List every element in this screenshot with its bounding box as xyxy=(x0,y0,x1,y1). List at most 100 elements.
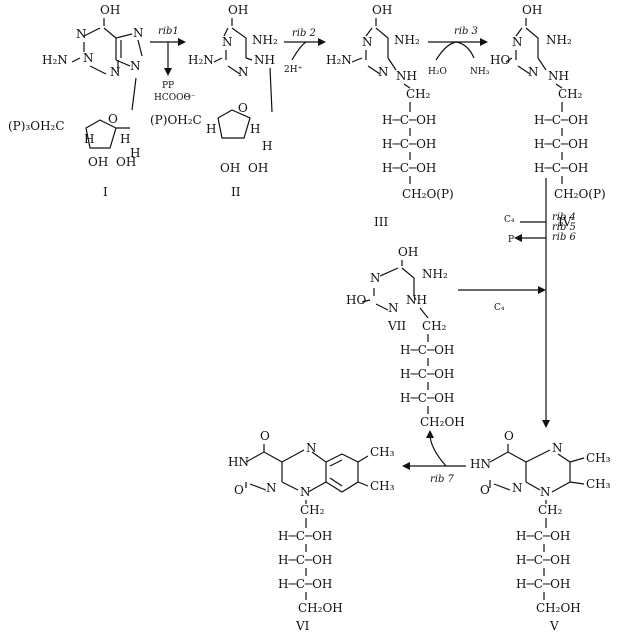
III-row3: H─C─OH xyxy=(382,161,436,175)
p-label: P xyxy=(508,235,514,245)
V-CH3b: CH₃ xyxy=(586,477,611,491)
VII-label: VII xyxy=(387,319,406,333)
V-O: O xyxy=(504,429,514,443)
VII-N3: N xyxy=(388,301,399,315)
c4b-label: C₄ xyxy=(494,303,505,313)
I-OH3: OH xyxy=(116,155,136,169)
VI-CH2: CH₂ xyxy=(300,503,325,517)
IV-ring-bonds xyxy=(505,18,547,75)
rib4-label: rib 4 xyxy=(552,212,576,223)
VI-O: O xyxy=(260,429,270,443)
III-CH2OP: CH₂O(P) xyxy=(402,187,454,201)
h2o-label: H₂O xyxy=(428,67,447,77)
V-row2: H─C─OH xyxy=(516,553,570,567)
hcooh-label: HCOOΘ⁻ xyxy=(154,93,196,103)
IV-N1: N xyxy=(512,35,523,49)
compound-II: OH NH₂ H₂N N N NH (P)OH₂C O H H H OH OH … xyxy=(150,3,278,199)
I-label: I xyxy=(103,185,108,199)
I-N2: N xyxy=(83,51,94,65)
II-ring-bonds xyxy=(213,18,253,75)
VI-ring-bonds xyxy=(245,444,369,493)
VII-chain-top xyxy=(419,307,429,342)
III-N1: N xyxy=(362,35,373,49)
twoH-label: 2H⁺ xyxy=(284,65,303,75)
I-N9: N xyxy=(130,59,141,73)
arrow-rib7: rib 7 xyxy=(402,430,466,485)
II-H1: H xyxy=(206,122,216,136)
compound-III: OH NH₂ H₂N N N NH CH₂ H─C─OH H─C─OH H─C─… xyxy=(326,3,454,229)
IV-CH2: CH₂ xyxy=(558,87,583,101)
VII-row2: H─C─OH xyxy=(400,367,454,381)
arrow-rib1: rib1 PP HCOOΘ⁻ xyxy=(150,26,196,103)
c4a-label: C₄ xyxy=(504,215,515,225)
VII-N1: N xyxy=(370,271,381,285)
IV-label: IV xyxy=(558,215,572,229)
compound-V: O HN O N N N CH₃ CH₃ CH₂ H─C─OH H─C─OH H… xyxy=(470,429,611,633)
arrow-c4: C₄ xyxy=(458,286,546,313)
compound-VI: O HN O N N N CH₃ CH₃ CH₂ H─C─OH H─C─OH H… xyxy=(228,429,395,633)
V-O2: O xyxy=(480,483,490,497)
nh3-label: NH₃ xyxy=(470,67,490,77)
IV-HO: HO xyxy=(490,53,510,67)
V-N10: N xyxy=(540,485,551,499)
VII-CH2OH: CH₂OH xyxy=(420,415,465,429)
I-H3: H xyxy=(130,146,140,160)
VI-N1: N xyxy=(266,481,277,495)
II-OH: OH xyxy=(228,3,248,17)
arrow-rib2: rib 2 2H⁺ xyxy=(284,28,326,75)
IV-chain-top xyxy=(555,83,563,112)
I-OH: OH xyxy=(100,3,120,17)
V-CH2: CH₂ xyxy=(538,503,563,517)
rib1-label: rib1 xyxy=(158,26,179,37)
I-N1: N xyxy=(76,27,87,41)
II-OH2: OH xyxy=(220,161,240,175)
III-row2: H─C─OH xyxy=(382,137,436,151)
VI-CH2OH: CH₂OH xyxy=(298,601,343,615)
V-label: V xyxy=(549,619,559,633)
III-H2N: H₂N xyxy=(326,53,352,67)
rib3-label: rib 3 xyxy=(454,26,478,37)
VI-CH3a: CH₃ xyxy=(370,445,395,459)
I-H2N: H₂N xyxy=(42,53,68,67)
II-H3: H xyxy=(262,139,272,153)
pp-label: PP xyxy=(162,81,174,91)
VI-CH3b: CH₃ xyxy=(370,479,395,493)
V-ring-bonds xyxy=(489,444,585,493)
II-POH2C: (P)OH₂C xyxy=(150,113,202,127)
V-N5: N xyxy=(552,441,563,455)
compound-VII: OH NH₂ HO N N NH VII CH₂ H─C─OH H─C─OH H… xyxy=(346,245,465,429)
II-OH3: OH xyxy=(248,161,268,175)
IV-row1: H─C─OH xyxy=(534,113,588,127)
VII-ring-bonds xyxy=(361,260,417,311)
compound-I: OH H₂N N N N N N (P)₃OH₂C O H H H OH OH … xyxy=(8,3,144,199)
II-label: II xyxy=(231,185,241,199)
IV-N3: N xyxy=(528,65,539,79)
VII-CH2: CH₂ xyxy=(422,319,447,333)
VII-row1: H─C─OH xyxy=(400,343,454,357)
III-NH: NH xyxy=(396,69,417,83)
rib6-label: rib 6 xyxy=(552,232,577,243)
II-N1: N xyxy=(222,35,233,49)
V-row1: H─C─OH xyxy=(516,529,570,543)
I-N7: N xyxy=(133,26,144,40)
VII-row3: H─C─OH xyxy=(400,391,454,405)
I-H2: H xyxy=(120,132,130,146)
II-H2: H xyxy=(250,122,260,136)
I-H1: H xyxy=(84,132,94,146)
IV-OH: OH xyxy=(522,3,542,17)
IV-row3: H─C─OH xyxy=(534,161,588,175)
IV-NH: NH xyxy=(548,69,569,83)
rib7-label: rib 7 xyxy=(430,474,455,485)
III-chain-top xyxy=(403,83,411,112)
VII-OH: OH xyxy=(398,245,418,259)
I-ring-bonds xyxy=(71,18,143,75)
rib2-label: rib 2 xyxy=(292,28,316,39)
II-O: O xyxy=(238,101,248,115)
VII-NH2: NH₂ xyxy=(422,267,448,281)
VI-N5: N xyxy=(306,441,317,455)
VI-HN: HN xyxy=(228,455,249,469)
IV-row2: H─C─OH xyxy=(534,137,588,151)
I-O: O xyxy=(108,112,118,126)
I-OH2: OH xyxy=(88,155,108,169)
